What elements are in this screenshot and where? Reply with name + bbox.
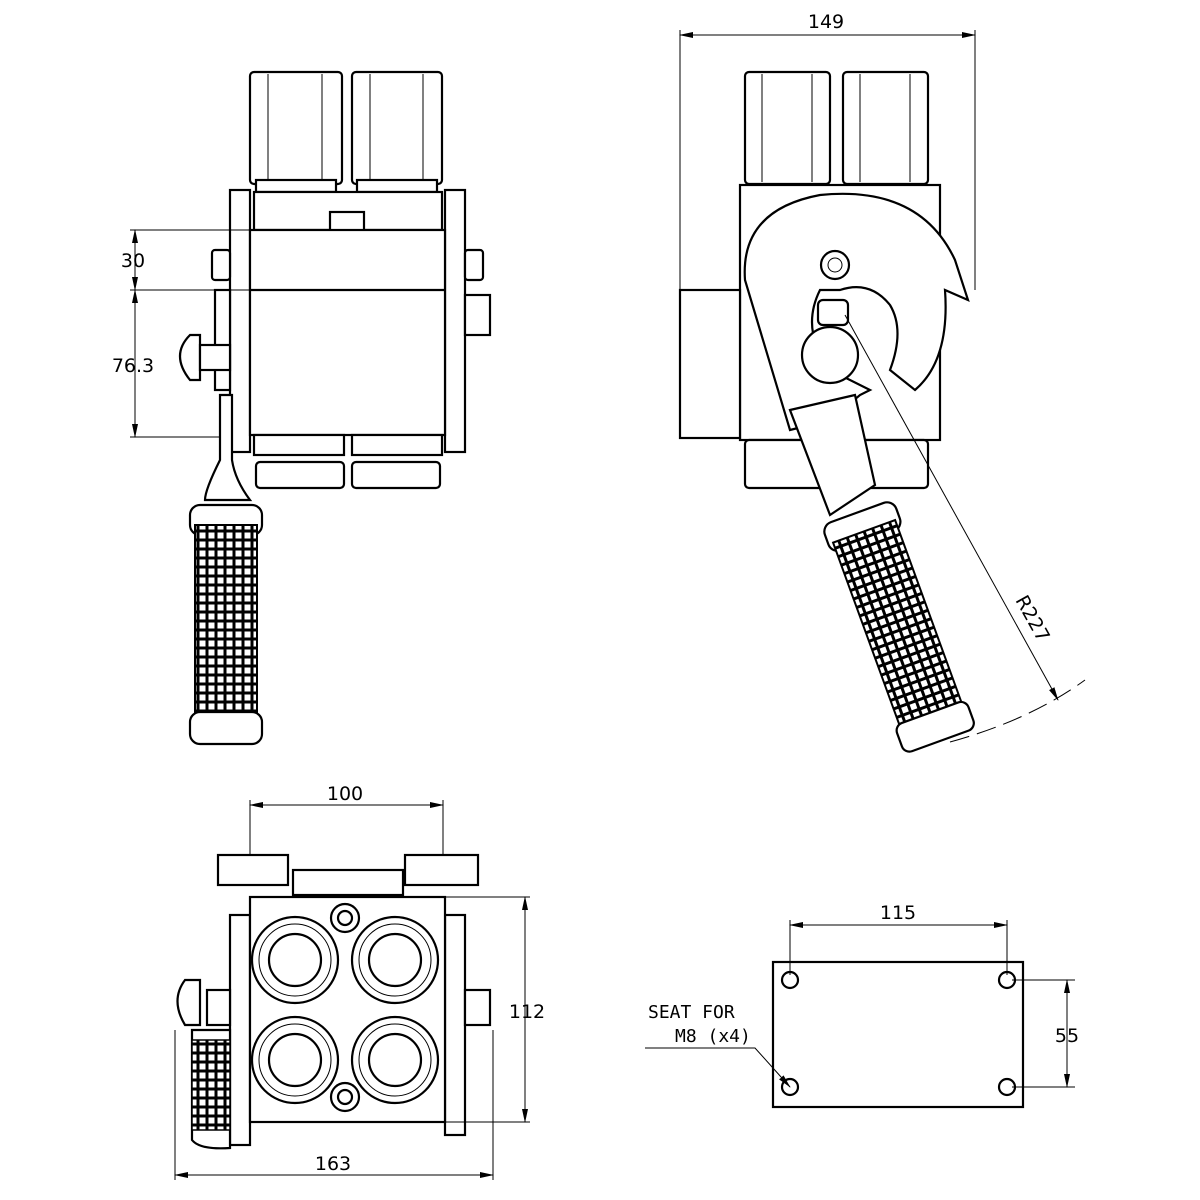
- dim-163: 163: [315, 1153, 351, 1175]
- bottom-view: 100 112 163: [174, 783, 545, 1180]
- valve-body: [248, 228, 447, 437]
- dim-112: 112: [509, 1001, 545, 1023]
- front-dimensions: 30 76.3: [112, 229, 250, 438]
- dim-radius: R227: [1011, 592, 1054, 646]
- dim-76-3: 76.3: [112, 355, 154, 377]
- port-top-left: [250, 915, 340, 1005]
- side-view: R227 149: [678, 11, 1086, 753]
- side-handle-grip: [823, 501, 975, 753]
- port-bottom-left: [250, 1015, 340, 1105]
- seat-note-line1: SEAT FOR: [648, 1002, 735, 1023]
- port-top-right: [350, 915, 440, 1005]
- dim-width-149: 149: [808, 11, 844, 33]
- port-bottom-right: [350, 1015, 440, 1105]
- valve-cap-right: [350, 70, 444, 194]
- dim-100: 100: [327, 783, 363, 805]
- valve-cap-left: [248, 70, 344, 194]
- dim-30: 30: [121, 250, 145, 272]
- dim-55: 55: [1055, 1025, 1079, 1047]
- lever-plate: [743, 192, 970, 432]
- mounting-plate: 115 55 SEAT FOR M8 (x4): [645, 902, 1079, 1109]
- seat-note-line2: M8 (x4): [675, 1026, 751, 1047]
- dim-115: 115: [880, 902, 916, 924]
- handle-grip: [188, 503, 264, 746]
- front-view: [178, 70, 492, 746]
